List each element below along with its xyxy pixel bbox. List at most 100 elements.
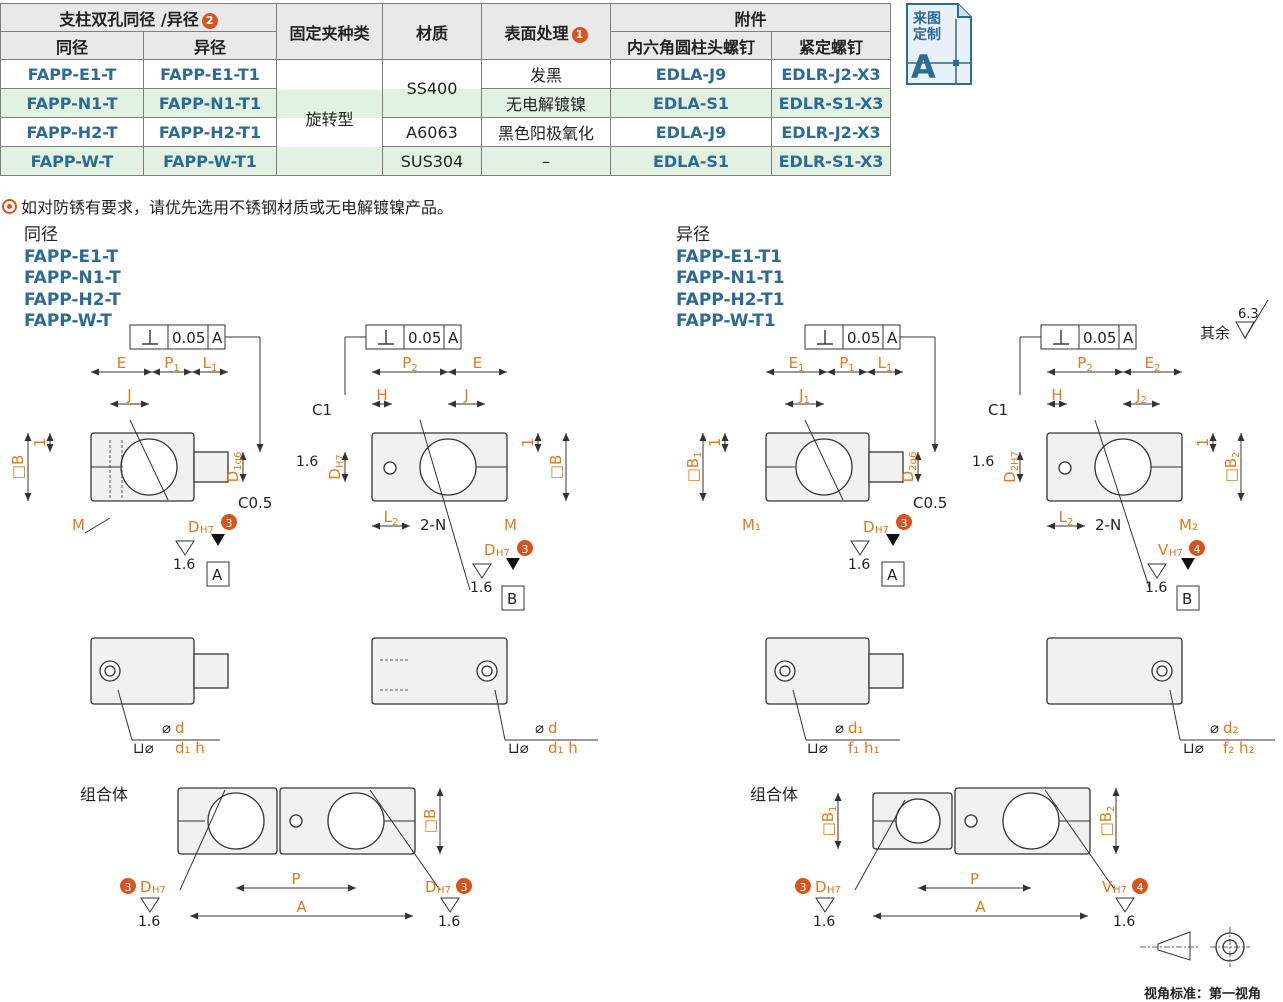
set-screw-code[interactable]: EDLR-S1-X3 xyxy=(771,88,891,118)
dim-label: M₁ xyxy=(742,516,761,534)
dim-label: 0.05 xyxy=(172,329,205,347)
arrow-head xyxy=(1059,400,1067,408)
dim-line xyxy=(117,689,133,741)
arrow-head xyxy=(1047,400,1055,408)
arrow-head xyxy=(859,368,867,376)
dim-label: V xyxy=(1158,541,1169,559)
shaft-stub xyxy=(193,653,229,689)
dim-vertical: □B xyxy=(421,809,439,833)
part-code[interactable]: FAPP-W-T xyxy=(0,146,144,176)
arrow-head xyxy=(1174,368,1182,376)
bore-circle xyxy=(327,792,385,850)
roughness-symbol xyxy=(140,897,160,913)
dim-subscript: 1 xyxy=(173,363,179,374)
arrow-head xyxy=(834,841,842,849)
tolerance-frame xyxy=(804,324,901,350)
datum-box xyxy=(881,561,905,587)
dim-subscript: H7 xyxy=(335,454,346,468)
dim-label: H xyxy=(1051,386,1062,404)
part-code[interactable]: FAPP-H2-T xyxy=(0,117,144,147)
badge-3 xyxy=(456,878,472,894)
dim-subscript: 1 xyxy=(693,452,704,458)
set-screw-code[interactable]: EDLR-J2-X3 xyxy=(771,117,891,147)
arrow-head xyxy=(448,368,456,376)
leader-line xyxy=(1094,419,1151,591)
hex-bolt-code[interactable]: EDLA-J9 xyxy=(610,59,772,89)
part-code[interactable]: FAPP-H2-T1 xyxy=(143,117,277,147)
arrow-head xyxy=(721,433,729,441)
part-code[interactable]: FAPP-N1-T xyxy=(0,88,144,118)
arrow-head xyxy=(402,522,410,530)
roughness-value: 1.6 xyxy=(848,557,870,573)
arrow-head xyxy=(1080,912,1088,920)
dim-label: A xyxy=(887,329,898,347)
dim-line xyxy=(369,789,441,891)
dim-label: J2 xyxy=(1135,386,1147,406)
arrow-head xyxy=(184,368,192,376)
chamfer-label: C0.5 xyxy=(238,494,272,512)
arrow-head xyxy=(239,452,247,460)
part-code[interactable]: FAPP-W-T1 xyxy=(143,146,277,176)
dim-label: 0.05 xyxy=(408,329,441,347)
datum-box xyxy=(1176,585,1200,611)
dim-label: H7 xyxy=(200,525,214,536)
arrow-head xyxy=(562,493,570,501)
set-screw-code[interactable]: EDLR-J2-X3 xyxy=(771,59,891,89)
roughness-symbol xyxy=(175,540,195,556)
dim-label: A xyxy=(212,329,223,347)
arrow-head xyxy=(144,368,152,376)
chamfer-label: C1 xyxy=(988,401,1008,419)
dim-label: 2-N xyxy=(420,516,446,534)
set-screw-code[interactable]: EDLR-S1-X3 xyxy=(771,146,891,176)
dim-vertical: □B2 xyxy=(1097,806,1117,837)
arrow-head xyxy=(236,884,244,892)
roughness-symbol xyxy=(472,563,492,579)
stamp-line1: 来图 xyxy=(912,11,941,27)
leader-line xyxy=(804,419,844,501)
dim-label: H7 xyxy=(875,525,889,536)
dim-label: M xyxy=(504,516,517,534)
part-code[interactable]: FAPP-N1-T1 xyxy=(143,88,277,118)
arrow-head xyxy=(384,400,392,408)
arrow-head xyxy=(24,433,32,441)
hex-bolt-code[interactable]: EDLA-S1 xyxy=(610,146,772,176)
dim-label: ⌀ xyxy=(535,719,544,737)
dim-label: J xyxy=(126,386,131,404)
table-row: FAPP-N1-T FAPP-N1-T1 无电解镀镍 EDLA-S1 EDLR-… xyxy=(0,88,891,118)
material-cell: SS400 xyxy=(382,59,482,118)
dim-label: ⊔⌀ xyxy=(508,739,529,757)
badge-2: 2 xyxy=(201,12,218,29)
dim-label: □B xyxy=(547,455,565,479)
dim-label: □B2 xyxy=(1222,452,1242,483)
projection-cone xyxy=(1157,931,1191,961)
arrow-head xyxy=(534,444,542,452)
hex-bolt-code[interactable]: EDLA-J9 xyxy=(610,117,772,147)
badge-3 xyxy=(896,514,912,530)
dim-subscript: 1 xyxy=(798,363,804,374)
dim-vertical: □B1 xyxy=(819,806,839,837)
dim-label: ⊔⌀ xyxy=(1183,739,1204,757)
part-code[interactable]: FAPP-E1-T xyxy=(0,59,144,89)
badge-3-text: 3 xyxy=(901,517,908,530)
dim-subscript: 2 xyxy=(1141,395,1147,406)
dim-label: 1.6 xyxy=(972,454,994,470)
hex-bolt-code[interactable]: EDLA-S1 xyxy=(610,88,772,118)
stamp-line2: 定制 xyxy=(913,26,941,43)
arrow-head xyxy=(1016,452,1024,460)
badge-3-text: 3 xyxy=(800,881,807,894)
roughness-symbol xyxy=(1115,897,1135,913)
dim-label: f₁ h₁ xyxy=(848,739,880,757)
arrow-head xyxy=(1016,474,1024,482)
dim-label: L2 xyxy=(1059,508,1074,528)
dim-label: E xyxy=(117,354,126,372)
shaft-stub xyxy=(193,451,229,483)
dim-subscript: 2 xyxy=(411,363,417,374)
right-section-title: 异径 xyxy=(676,225,710,245)
badge-3 xyxy=(221,514,237,530)
bore-circle xyxy=(207,792,265,850)
arrow-head xyxy=(766,368,774,376)
right-section-header: 异径 FAPP-E1-T1 FAPP-N1-T1 FAPP-H2-T1 FAPP… xyxy=(676,225,785,333)
